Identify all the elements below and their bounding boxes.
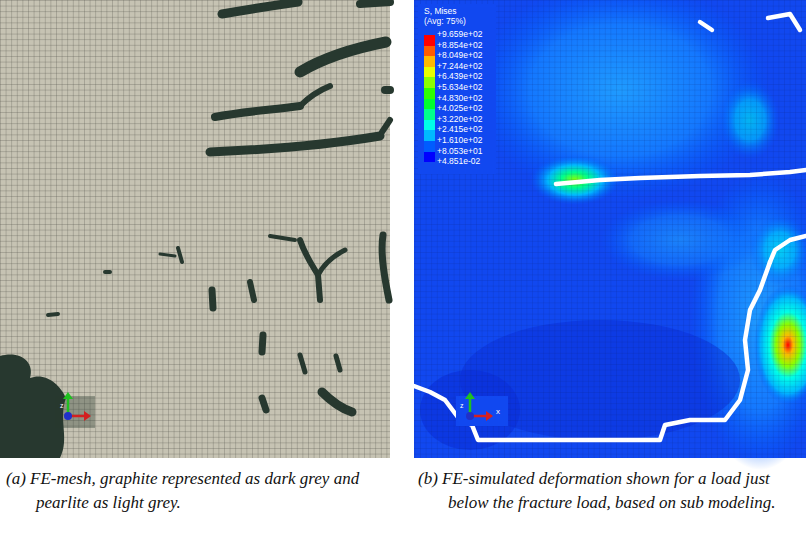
legend-value: +4.851e-02	[437, 157, 480, 166]
legend-value: +7.244e+02	[437, 62, 482, 71]
legend-value: +2.415e+02	[437, 125, 482, 134]
axis-letter: z	[460, 402, 464, 410]
legend-swatch	[424, 35, 435, 46]
legend-title: S, Mises	[424, 7, 457, 16]
axis-letter: x	[496, 408, 500, 417]
legend-swatch	[424, 99, 435, 110]
graphite-flakes	[48, 2, 390, 412]
legend-value: +9.659e+02	[437, 30, 482, 39]
legend-value: +4.830e+02	[437, 94, 482, 103]
figure-caption: (b) FE-simulated deformation shown for a…	[418, 467, 806, 515]
legend-value: +5.634e+02	[437, 83, 482, 92]
triad-backdrop	[55, 396, 95, 428]
triad-backdrop	[456, 396, 508, 426]
axis-letter: z	[60, 402, 64, 410]
legend-subtitle: (Avg: 75%)	[424, 17, 466, 26]
legend-swatch	[424, 77, 435, 88]
legend-swatch	[424, 109, 435, 120]
legend-value: +1.610e+02	[437, 136, 482, 145]
legend-value: +3.220e+02	[437, 115, 482, 124]
legend-swatch	[424, 120, 435, 131]
crack-path	[414, 14, 806, 440]
legend-value: +8.053e+01	[437, 147, 482, 156]
figure-caption: (a) FE-mesh, graphite represented as dar…	[6, 467, 396, 515]
legend-swatch	[424, 46, 435, 57]
legend-swatch	[424, 56, 435, 67]
legend-swatch	[424, 67, 435, 78]
axis-triad	[63, 392, 91, 421]
legend-value: +6.439e+02	[437, 72, 482, 81]
legend-swatch	[424, 130, 435, 141]
legend-value: +4.025e+02	[437, 104, 482, 113]
legend-value: +8.049e+02	[437, 51, 482, 60]
legend-value: +8.854e+02	[437, 41, 482, 50]
legend-backdrop	[418, 4, 496, 174]
fe-mesh-panel	[0, 0, 390, 458]
legend-swatch	[424, 152, 435, 163]
legend-swatch	[424, 88, 435, 99]
axis-triad	[465, 392, 493, 421]
legend-swatch	[424, 141, 435, 152]
stress-contour-panel	[414, 0, 806, 470]
